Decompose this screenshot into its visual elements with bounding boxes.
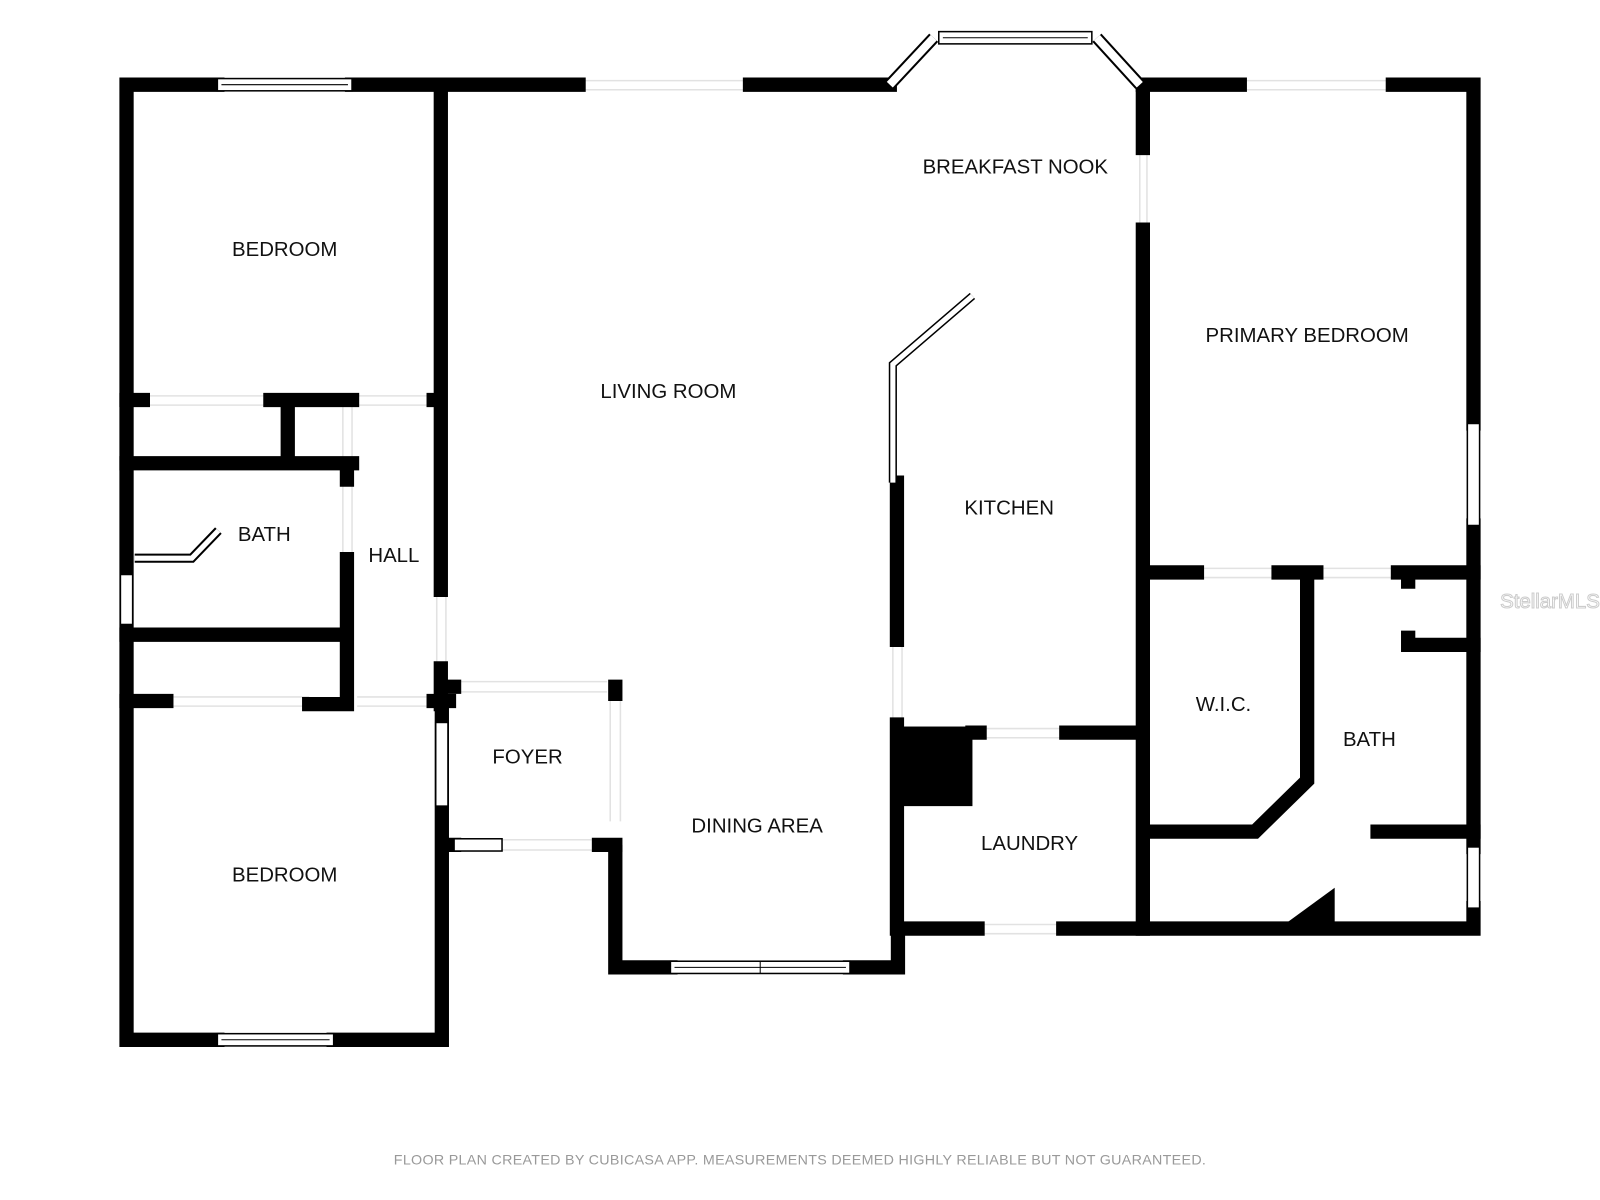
label-laundry: LAUNDRY	[981, 833, 1078, 855]
openings	[142, 79, 1398, 935]
label-bedroom: BEDROOM	[232, 239, 337, 261]
footer-disclaimer: FLOOR PLAN CREATED BY CUBICASA APP. MEAS…	[394, 1152, 1206, 1168]
label-primary-bedroom: PRIMARY BEDROOM	[1206, 325, 1409, 347]
label-kitchen: KITCHEN	[964, 497, 1054, 519]
chimney-block	[892, 726, 973, 807]
label-foyer: FOYER	[492, 746, 562, 768]
shower-corner	[1285, 887, 1335, 924]
label-bath-2: BATH	[1343, 729, 1396, 751]
label-wic: W.I.C.	[1196, 694, 1252, 716]
label-hall: HALL	[368, 545, 419, 567]
kitchen-counter	[888, 292, 976, 483]
label-breakfast-nook: BREAKFAST NOOK	[923, 156, 1109, 178]
watermark: StellarMLS	[1500, 591, 1600, 613]
room-labels: BEDROOM LIVING ROOM BREAKFAST NOOK PRIMA…	[232, 156, 1409, 886]
label-bedroom-2: BEDROOM	[232, 865, 337, 887]
label-bath: BATH	[238, 524, 291, 546]
windows	[119, 30, 1481, 1047]
label-dining-area: DINING AREA	[691, 816, 823, 838]
label-living-room: LIVING ROOM	[600, 381, 736, 403]
walls	[119, 77, 1481, 1047]
